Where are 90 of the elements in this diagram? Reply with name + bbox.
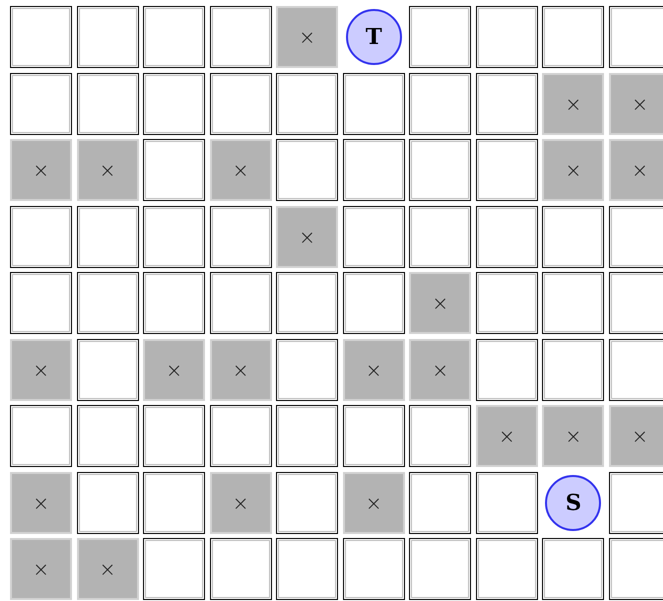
grid-cell bbox=[409, 538, 472, 600]
grid-cell bbox=[210, 538, 272, 600]
blocked-cell: × bbox=[542, 139, 604, 201]
grid-cell bbox=[76, 72, 139, 134]
blocked-cell: × bbox=[10, 472, 72, 534]
blocked-cell: × bbox=[76, 538, 139, 600]
grid-cell bbox=[409, 405, 472, 467]
circle-marker: S bbox=[545, 474, 602, 530]
grid-cell bbox=[608, 6, 663, 68]
blocked-cell: × bbox=[608, 405, 663, 467]
grid-cell bbox=[342, 538, 405, 600]
grid-cell bbox=[143, 472, 206, 534]
grid-cell bbox=[276, 139, 338, 201]
grid-cell bbox=[276, 272, 338, 334]
grid-cell bbox=[608, 272, 663, 334]
grid-cell bbox=[76, 206, 139, 268]
grid-cell bbox=[608, 472, 663, 534]
blocked-cell: × bbox=[409, 338, 472, 400]
grid-cell bbox=[10, 6, 72, 68]
circle-marker: T bbox=[346, 9, 402, 65]
blocked-cell: × bbox=[10, 538, 72, 600]
grid-cell bbox=[143, 272, 206, 334]
grid-cell bbox=[608, 338, 663, 400]
blocked-cell: × bbox=[210, 338, 272, 400]
grid-cell bbox=[10, 206, 72, 268]
grid-cell bbox=[76, 472, 139, 534]
blocked-cell: × bbox=[143, 338, 206, 400]
grid-cell bbox=[342, 206, 405, 268]
blocked-cell: × bbox=[476, 405, 538, 467]
blocked-cell: × bbox=[342, 472, 405, 534]
blocked-cell: × bbox=[276, 206, 338, 268]
grid-cell bbox=[342, 272, 405, 334]
grid-cell bbox=[409, 6, 472, 68]
grid-cell bbox=[10, 272, 72, 334]
blocked-cell: × bbox=[342, 338, 405, 400]
blocked-cell: × bbox=[210, 139, 272, 201]
blocked-cell: × bbox=[409, 272, 472, 334]
grid-cell bbox=[542, 538, 604, 600]
grid-cell bbox=[143, 206, 206, 268]
grid-cell bbox=[342, 72, 405, 134]
blocked-cell: × bbox=[210, 472, 272, 534]
grid-cell bbox=[143, 405, 206, 467]
grid-cell bbox=[10, 72, 72, 134]
grid-cell bbox=[476, 338, 538, 400]
blocked-cell: × bbox=[542, 72, 604, 134]
grid-cell bbox=[76, 272, 139, 334]
grid-cell bbox=[210, 405, 272, 467]
blocked-cell: × bbox=[608, 72, 663, 134]
grid-cell bbox=[143, 72, 206, 134]
grid-cell bbox=[409, 472, 472, 534]
grid-cell bbox=[210, 206, 272, 268]
grid-cell bbox=[608, 206, 663, 268]
grid-cell bbox=[342, 139, 405, 201]
grid-cell bbox=[276, 472, 338, 534]
blocked-cell: × bbox=[10, 139, 72, 201]
blocked-cell: × bbox=[76, 139, 139, 201]
grid-cell bbox=[276, 338, 338, 400]
blocked-cell: × bbox=[542, 405, 604, 467]
grid-cell bbox=[476, 206, 538, 268]
grid-cell bbox=[476, 272, 538, 334]
blocked-cell: × bbox=[10, 338, 72, 400]
grid-cell bbox=[210, 6, 272, 68]
grid-cell bbox=[76, 338, 139, 400]
grid-cell bbox=[143, 6, 206, 68]
grid-cell bbox=[542, 338, 604, 400]
grid-cell bbox=[608, 538, 663, 600]
grid-cell bbox=[476, 472, 538, 534]
grid-cell bbox=[542, 6, 604, 68]
blocked-cell: × bbox=[608, 139, 663, 201]
grid-cell bbox=[10, 405, 72, 467]
grid-cell bbox=[143, 139, 206, 201]
grid-cell bbox=[76, 6, 139, 68]
grid-cell bbox=[342, 405, 405, 467]
grid-cell bbox=[76, 405, 139, 467]
grid-cell bbox=[476, 538, 538, 600]
grid-cell bbox=[409, 72, 472, 134]
grid-cell bbox=[210, 72, 272, 134]
grid-cell bbox=[276, 72, 338, 134]
grid-cell bbox=[276, 538, 338, 600]
grid-cell bbox=[476, 139, 538, 201]
grid-cell bbox=[409, 139, 472, 201]
grid-cell bbox=[476, 72, 538, 134]
grid-cell bbox=[143, 538, 206, 600]
blocked-cell: × bbox=[276, 6, 338, 68]
grid-cell bbox=[276, 405, 338, 467]
grid-cell bbox=[210, 272, 272, 334]
grid-cell bbox=[409, 206, 472, 268]
grid-cell bbox=[476, 6, 538, 68]
grid-cell bbox=[542, 272, 604, 334]
grid-cell bbox=[542, 206, 604, 268]
